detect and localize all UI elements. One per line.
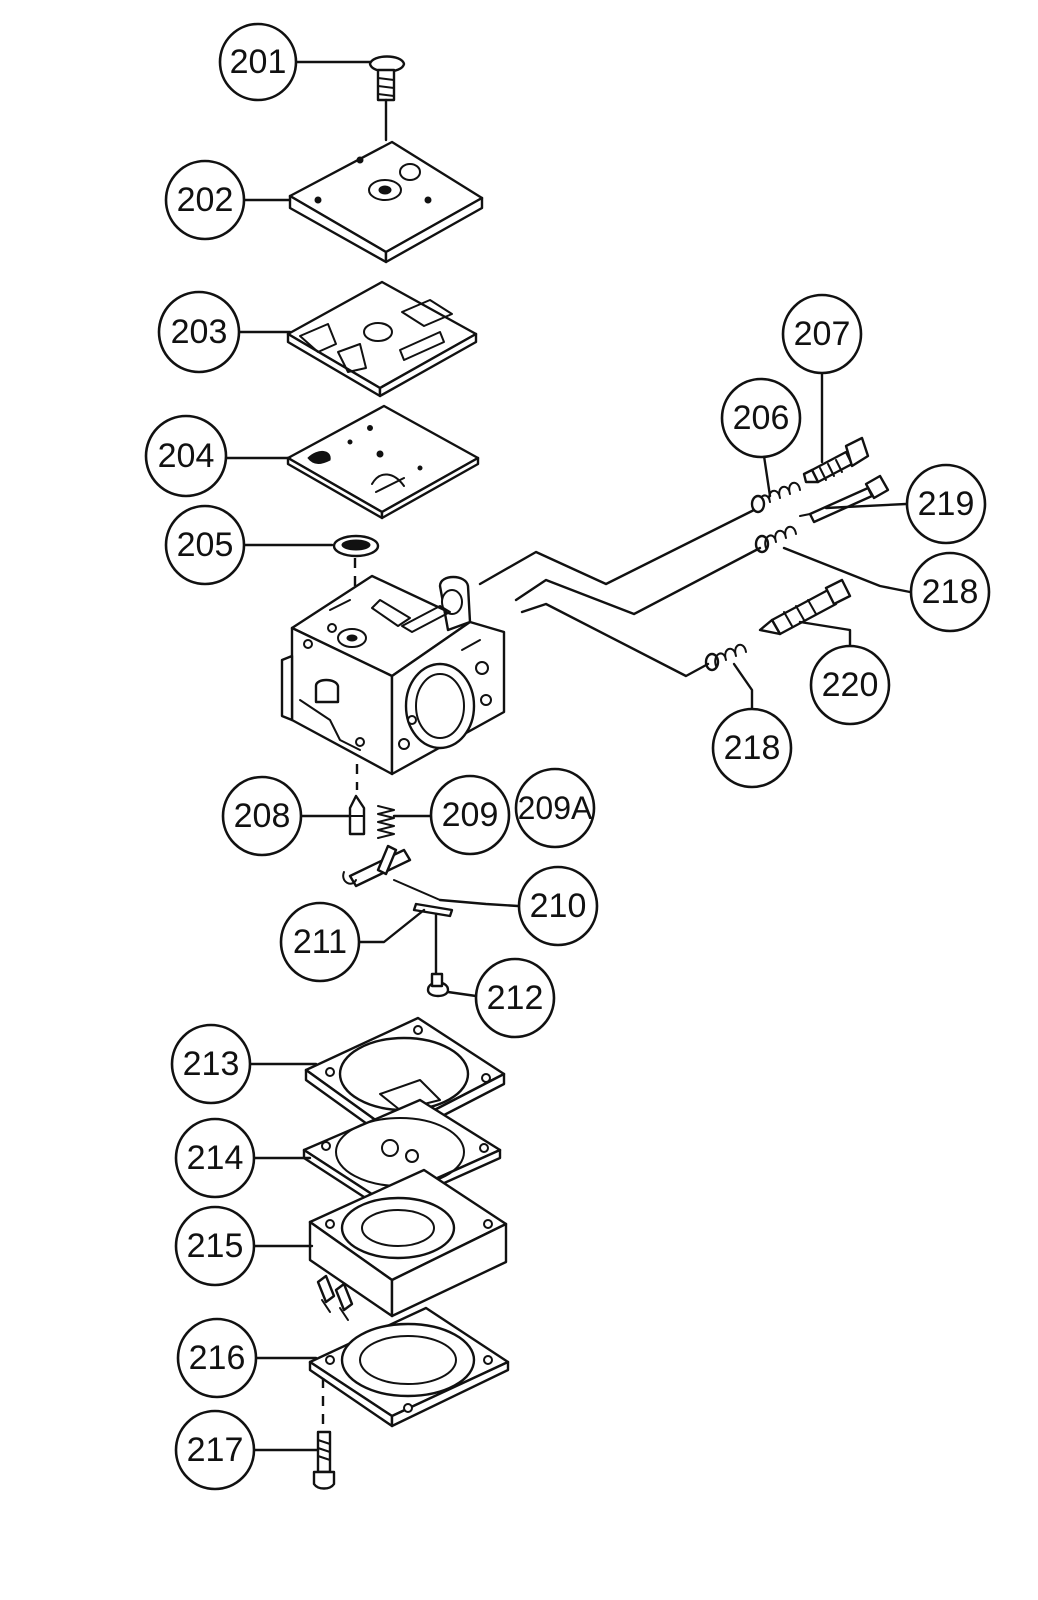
callout-205-label: 205 [177, 526, 234, 564]
part-203-gasket [286, 280, 478, 398]
callout-214-label: 214 [187, 1139, 244, 1177]
callout-210: 210 [517, 865, 599, 947]
part-219-needle [799, 474, 890, 524]
part-215-pump-body [308, 1168, 508, 1321]
callout-209: 209 [429, 774, 511, 856]
callout-204: 204 [144, 414, 228, 498]
part-218-spring-lower [704, 643, 747, 672]
callout-206-label: 206 [733, 399, 790, 437]
callout-214: 214 [174, 1117, 256, 1199]
part-201-screw [368, 55, 406, 102]
callout-206: 206 [720, 377, 802, 459]
callout-219-label: 219 [918, 485, 975, 523]
leader-212 [446, 990, 478, 998]
callout-208-label: 208 [234, 797, 291, 835]
callout-201-label: 201 [230, 43, 287, 81]
part-206-spring [750, 481, 801, 514]
callout-209A: 209A [514, 767, 596, 849]
part-220-adjust-screw [758, 578, 852, 636]
callout-218-lower: 218 [711, 707, 793, 789]
callout-207: 207 [781, 293, 863, 375]
part-210-metering-lever [342, 844, 441, 901]
callout-203-label: 203 [171, 313, 228, 351]
part-211-pin [412, 902, 454, 918]
leader-211 [358, 908, 426, 944]
part-218-spring-upper [754, 525, 797, 554]
part-216-bottom-cover [308, 1306, 510, 1428]
part-209-spring [377, 805, 395, 839]
part-217-screw [312, 1430, 336, 1490]
callout-217: 217 [174, 1409, 256, 1491]
callout-209-label: 209 [442, 796, 499, 834]
leader-210 [438, 898, 520, 908]
leader-219 [824, 502, 908, 510]
callout-212: 212 [474, 957, 556, 1039]
callout-202-label: 202 [177, 181, 234, 219]
leader-220 [798, 620, 852, 648]
routing-line-2 [514, 546, 762, 616]
callout-205: 205 [164, 504, 246, 586]
part-213-gasket [304, 1016, 506, 1144]
part-208-inlet-needle [348, 794, 366, 836]
routing-line-1 [478, 508, 756, 586]
callout-201: 201 [218, 22, 298, 102]
callout-216-label: 216 [189, 1339, 246, 1377]
callout-218-upper: 218 [909, 551, 991, 633]
routing-line-3 [520, 602, 710, 678]
callout-203: 203 [157, 290, 241, 374]
callout-208: 208 [221, 775, 303, 857]
callout-212-label: 212 [487, 979, 544, 1017]
callout-220: 220 [809, 644, 891, 726]
callout-219: 219 [905, 463, 987, 545]
callout-217-label: 217 [187, 1431, 244, 1469]
part-207-adjust-screw [802, 436, 870, 484]
callout-218-lower-label: 218 [724, 729, 781, 767]
callout-213: 213 [170, 1023, 252, 1105]
callout-209A-label: 209A [518, 790, 593, 826]
part-202-cover-plate [288, 140, 484, 264]
callout-211-label: 211 [293, 923, 347, 961]
part-205-filter-screen [332, 534, 380, 558]
callout-215: 215 [174, 1205, 256, 1287]
callout-207-label: 207 [794, 315, 851, 353]
callout-218-upper-label: 218 [922, 573, 979, 611]
callout-213-label: 213 [183, 1045, 240, 1083]
callout-220-label: 220 [822, 666, 879, 704]
callout-202: 202 [164, 159, 246, 241]
callout-211: 211 [279, 901, 361, 983]
part-204-metering-plate [286, 404, 480, 520]
callout-204-label: 204 [158, 437, 215, 475]
leader-218-lower [732, 662, 754, 712]
leader-206 [762, 454, 772, 498]
callout-210-label: 210 [530, 887, 587, 925]
leader-218-upper [782, 546, 912, 594]
callout-216: 216 [176, 1317, 258, 1399]
part-carburetor-body [280, 574, 506, 776]
part-212-screw [426, 972, 450, 998]
callout-215-label: 215 [187, 1227, 244, 1265]
